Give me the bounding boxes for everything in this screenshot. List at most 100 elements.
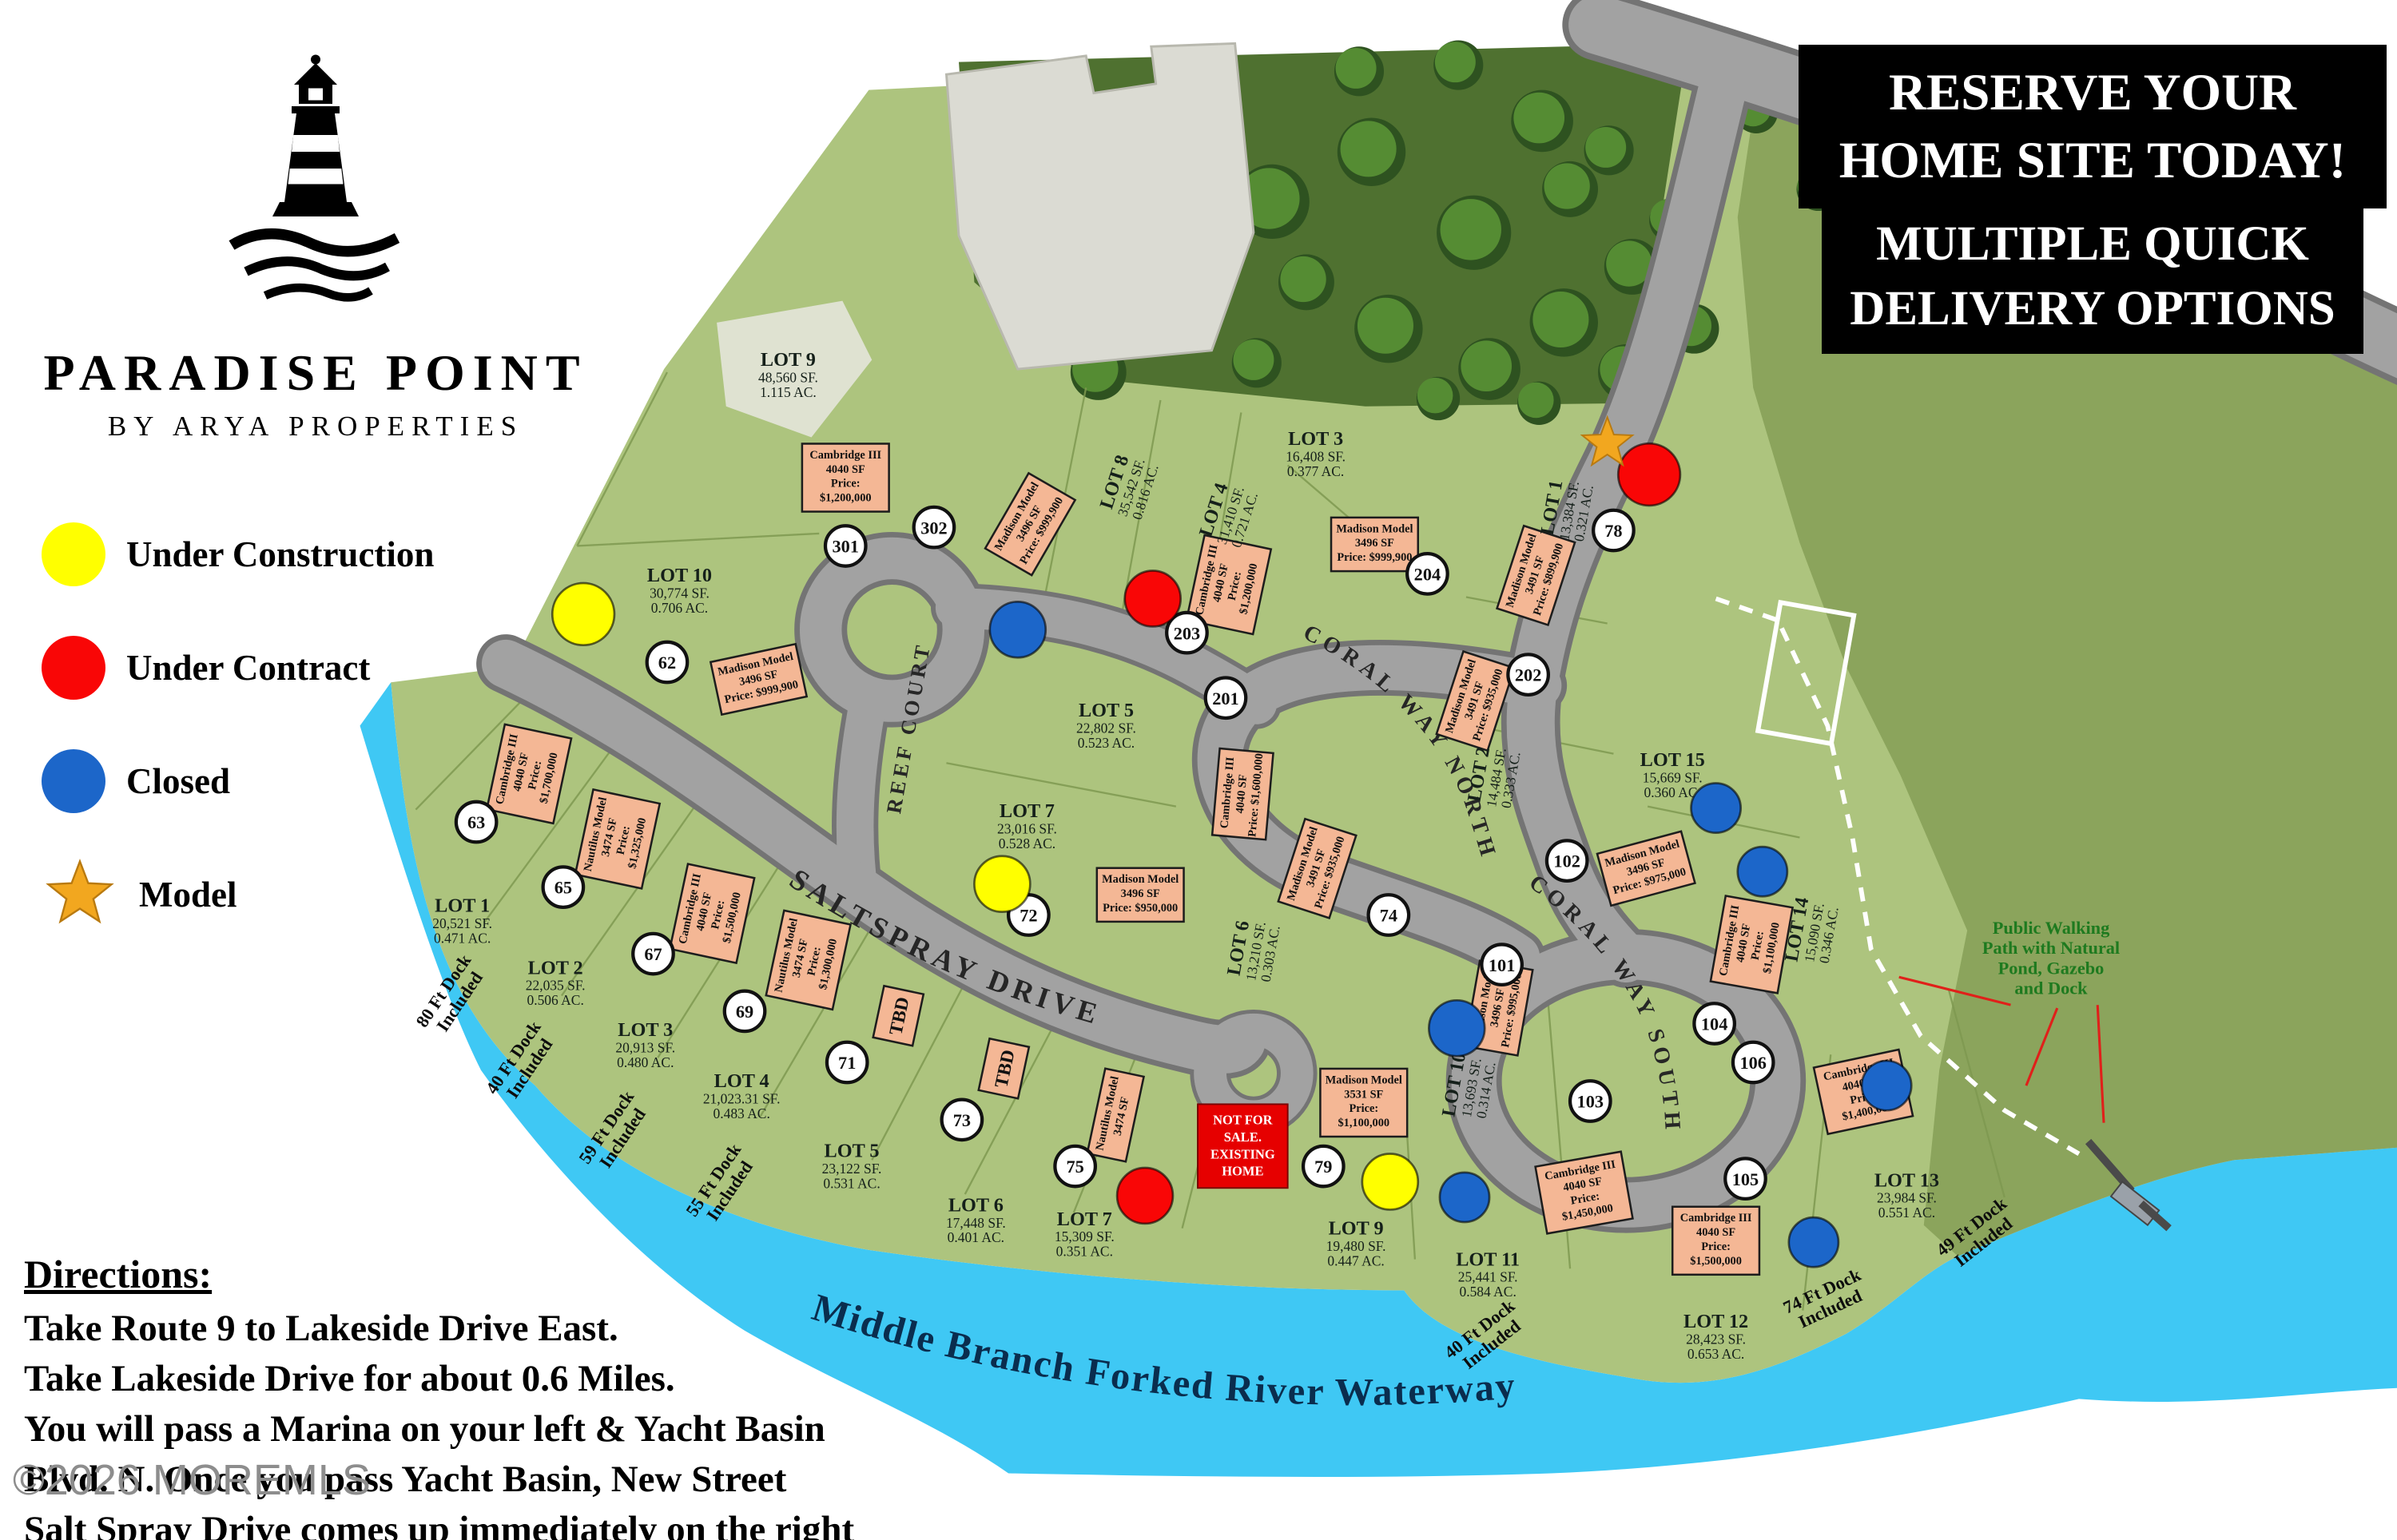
lot-label: LOT 613,210 SF.0.303 AC. bbox=[1223, 919, 1283, 983]
svg-text:4040 SF: 4040 SF bbox=[1696, 1226, 1735, 1239]
legend-item: Model bbox=[42, 859, 434, 930]
lot-label: LOT 120,521 SF.0.471 AC. bbox=[432, 895, 492, 947]
directions-line: Salt Spray Drive comes up immediately on… bbox=[24, 1509, 855, 1540]
tree-icon bbox=[1513, 92, 1565, 144]
svg-text:72: 72 bbox=[1020, 906, 1037, 926]
svg-text:LOT 13: LOT 13 bbox=[1874, 1169, 1939, 1191]
status-marker-closed bbox=[1860, 1059, 1913, 1112]
lot-number-marker: 74 bbox=[1366, 893, 1411, 937]
brand-subtitle: BY ARYA PROPERTIES bbox=[107, 411, 524, 442]
banner-line: RESERVE YOUR bbox=[1889, 64, 2296, 121]
svg-text:23,122 SF.: 23,122 SF. bbox=[822, 1161, 882, 1177]
status-marker-contract bbox=[1123, 570, 1183, 628]
banner-quick-delivery: MULTIPLE QUICK DELIVERY OPTIONS bbox=[1822, 200, 2363, 355]
svg-text:$1,200,000: $1,200,000 bbox=[820, 492, 872, 505]
model-star-marker bbox=[1580, 415, 1635, 467]
svg-text:19,480 SF.: 19,480 SF. bbox=[1326, 1238, 1386, 1254]
svg-text:30,774 SF.: 30,774 SF. bbox=[650, 585, 710, 601]
legend-star-icon bbox=[46, 859, 114, 924]
svg-text:Price:: Price: bbox=[1569, 1190, 1600, 1208]
legend-item: Under Construction bbox=[42, 519, 434, 589]
lot-number-marker: 71 bbox=[825, 1040, 869, 1085]
svg-text:LOT 2: LOT 2 bbox=[528, 957, 583, 978]
svg-text:4040 SF: 4040 SF bbox=[1234, 774, 1250, 814]
svg-text:LOT 1: LOT 1 bbox=[435, 895, 490, 917]
svg-text:LOT 5: LOT 5 bbox=[1079, 700, 1134, 721]
svg-text:79: 79 bbox=[1314, 1157, 1332, 1177]
not-for-sale-box: NOT FOR SALE. EXISTING HOME bbox=[1197, 1103, 1289, 1189]
status-marker-closed bbox=[1438, 1171, 1491, 1224]
svg-text:LOT 10: LOT 10 bbox=[647, 565, 712, 586]
svg-text:1.115 AC.: 1.115 AC. bbox=[760, 384, 817, 400]
svg-text:28,423 SF.: 28,423 SF. bbox=[1686, 1331, 1746, 1347]
directions-line: Take Route 9 to Lakeside Drive East. bbox=[24, 1308, 618, 1349]
svg-text:23,984 SF.: 23,984 SF. bbox=[1877, 1190, 1937, 1206]
svg-text:Price:: Price: bbox=[614, 824, 633, 855]
lot-number-marker: 202 bbox=[1506, 653, 1550, 697]
svg-text:67: 67 bbox=[644, 944, 662, 964]
svg-text:71: 71 bbox=[838, 1053, 856, 1073]
svg-text:Price:: Price: bbox=[1701, 1240, 1731, 1253]
svg-text:LOT 9: LOT 9 bbox=[761, 349, 816, 371]
lot-number-marker: 104 bbox=[1692, 1002, 1737, 1046]
walking-path-note: Path with Natural bbox=[1982, 938, 2120, 958]
svg-text:LOT 11: LOT 11 bbox=[1456, 1248, 1520, 1270]
svg-text:0.447 AC.: 0.447 AC. bbox=[1327, 1252, 1384, 1268]
svg-text:104: 104 bbox=[1701, 1014, 1727, 1034]
lot-number-marker: 102 bbox=[1544, 839, 1589, 883]
legend-label: Model bbox=[139, 875, 237, 915]
status-marker-construction bbox=[973, 855, 1032, 914]
svg-text:0.506 AC.: 0.506 AC. bbox=[527, 992, 583, 1008]
lot-number-marker: 75 bbox=[1053, 1144, 1098, 1189]
tree-icon bbox=[1233, 339, 1274, 380]
svg-text:0.480 AC.: 0.480 AC. bbox=[617, 1054, 674, 1070]
directions-block: Directions: Take Route 9 to Lakeside Dri… bbox=[24, 1251, 854, 1540]
tree-icon bbox=[1434, 42, 1476, 83]
lot-label: LOT 919,480 SF.0.447 AC. bbox=[1326, 1218, 1386, 1269]
svg-text:0.377 AC.: 0.377 AC. bbox=[1287, 463, 1344, 479]
svg-text:74: 74 bbox=[1380, 906, 1397, 926]
svg-text:23,016 SF.: 23,016 SF. bbox=[997, 821, 1057, 837]
svg-text:106: 106 bbox=[1739, 1053, 1766, 1073]
lot-label: LOT 523,122 SF.0.531 AC. bbox=[822, 1140, 882, 1191]
svg-text:Price:: Price: bbox=[805, 946, 823, 977]
svg-text:65: 65 bbox=[555, 878, 572, 898]
status-marker-closed bbox=[1427, 998, 1486, 1058]
svg-text:SALE.: SALE. bbox=[1224, 1129, 1262, 1145]
svg-text:201: 201 bbox=[1212, 689, 1238, 708]
svg-text:NOT FOR: NOT FOR bbox=[1213, 1113, 1273, 1128]
lot-label: LOT 723,016 SF.0.528 AC. bbox=[997, 800, 1057, 851]
svg-text:Cambridge III: Cambridge III bbox=[809, 449, 881, 462]
svg-text:204: 204 bbox=[1414, 565, 1441, 585]
lot-number-marker: 105 bbox=[1723, 1157, 1767, 1201]
status-marker-contract bbox=[1616, 442, 1682, 507]
svg-text:Price: $999,900: Price: $999,900 bbox=[1337, 551, 1412, 564]
lot-number-marker: 67 bbox=[631, 931, 675, 976]
svg-text:4040 SF: 4040 SF bbox=[826, 463, 865, 476]
svg-text:0.653 AC.: 0.653 AC. bbox=[1687, 1346, 1744, 1362]
svg-text:16,408 SF.: 16,408 SF. bbox=[1286, 449, 1346, 465]
svg-text:Price:: Price: bbox=[1749, 930, 1767, 961]
svg-text:78: 78 bbox=[1604, 521, 1622, 541]
tree-icon bbox=[1544, 163, 1590, 209]
tree-icon bbox=[1532, 291, 1589, 347]
svg-text:EXISTING: EXISTING bbox=[1210, 1146, 1275, 1161]
dock-icon bbox=[2085, 1138, 2172, 1232]
lot-label: LOT 214,484 SF.0.333 AC. bbox=[1464, 745, 1524, 809]
status-marker-closed bbox=[988, 600, 1047, 659]
tree-icon bbox=[1280, 256, 1326, 303]
legend-label: Under Construction bbox=[126, 534, 435, 574]
existing-building bbox=[944, 42, 1255, 371]
directions-heading: Directions: bbox=[24, 1252, 213, 1296]
banner-line: DELIVERY OPTIONS bbox=[1850, 281, 2335, 335]
status-marker-closed bbox=[1690, 782, 1742, 834]
lot-number-marker: 65 bbox=[541, 865, 586, 909]
